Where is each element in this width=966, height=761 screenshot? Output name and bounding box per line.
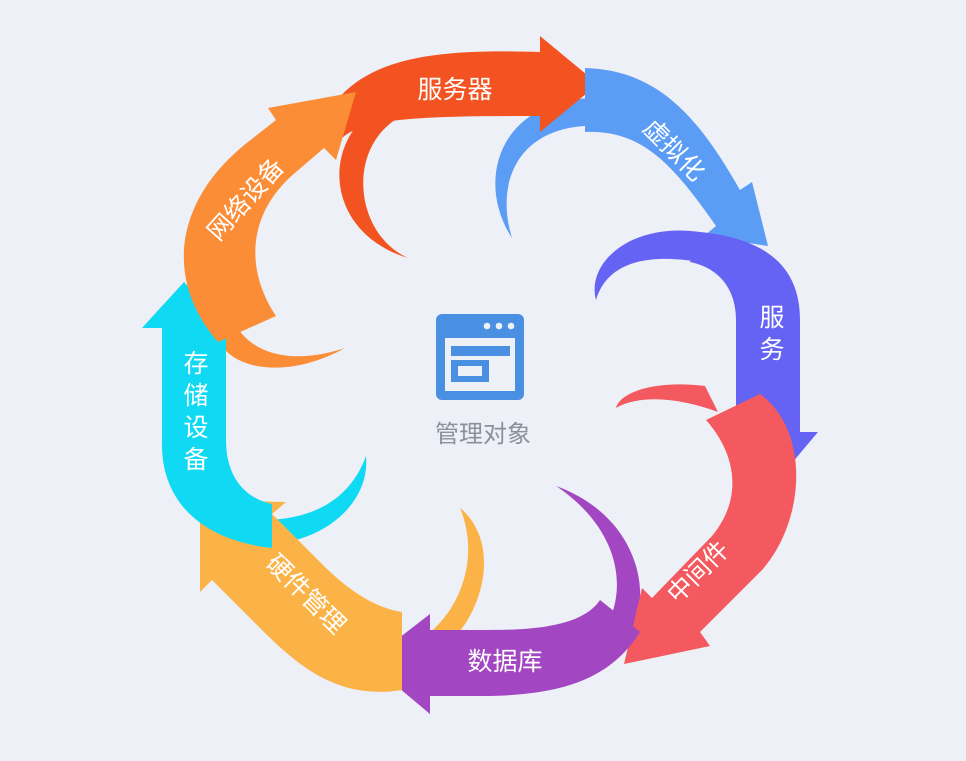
browser-window-icon <box>436 314 524 400</box>
node-label-storage-char-4: 备 <box>183 445 208 474</box>
node-tail-service <box>594 230 700 300</box>
node-band-service <box>690 232 818 470</box>
node-band-virtualization <box>585 68 768 246</box>
icon-dot-1 <box>483 322 491 330</box>
node-tail-virtualization <box>495 97 606 238</box>
node-label-storage-char-3: 设 <box>183 413 208 442</box>
node-label-service-char-1: 服 <box>759 303 784 332</box>
node-band-server <box>318 36 598 140</box>
node-label-service: 服 务 <box>759 303 784 364</box>
node-tail-middleware <box>616 384 718 412</box>
icon-dot-2 <box>495 322 503 330</box>
icon-content-bar <box>451 346 510 356</box>
node-label-database: 数据库 <box>467 647 542 676</box>
node-band-hardware <box>200 500 402 692</box>
center-label: 管理对象 <box>435 420 531 448</box>
node-band-database <box>368 600 640 714</box>
node-tail-storage <box>262 456 367 545</box>
node-label-storage-char-2: 储 <box>183 381 208 410</box>
node-label-service-char-2: 务 <box>759 335 784 364</box>
node-tail-server <box>339 94 416 258</box>
node-band-middleware <box>624 394 797 664</box>
node-band-storage <box>142 282 272 548</box>
node-label-server: 服务器 <box>417 75 492 104</box>
icon-content-box-inner <box>458 366 482 376</box>
node-label-storage: 存 储 设 备 <box>183 349 208 474</box>
node-tail-network <box>214 318 345 368</box>
icon-dot-3 <box>507 322 515 330</box>
node-band-network <box>183 92 356 342</box>
node-label-storage-char-1: 存 <box>183 349 208 378</box>
